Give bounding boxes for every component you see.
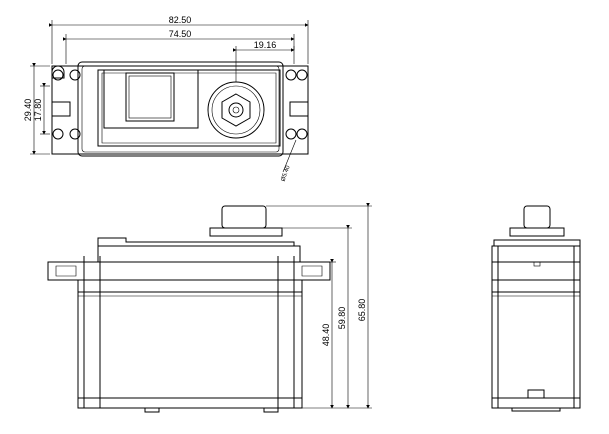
mount-slots-right <box>285 69 308 140</box>
side-view <box>491 205 581 412</box>
dim-hole-diameter: Ø5.40 <box>280 164 291 182</box>
dim-overall-depth: 29.40 <box>23 99 33 122</box>
top-view: 82.50 74.50 19.16 29.40 17.80 Ø5.40 <box>23 15 309 182</box>
mount-slots-left <box>51 65 81 140</box>
dim-total-height: 65.80 <box>357 299 367 322</box>
dim-shaft-offset: 19.16 <box>254 40 277 50</box>
front-view: 48.40 59.80 65.80 <box>47 203 372 413</box>
dim-overall-width: 82.50 <box>169 15 192 25</box>
dim-body-depth: 17.80 <box>33 99 43 122</box>
dim-mount-spacing: 74.50 <box>169 29 192 39</box>
dim-flange-height: 59.80 <box>337 307 347 330</box>
dim-body-height: 48.40 <box>321 324 331 347</box>
